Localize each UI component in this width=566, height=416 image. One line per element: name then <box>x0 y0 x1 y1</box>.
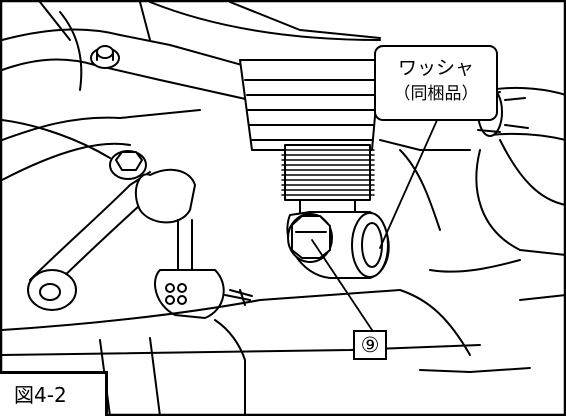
stabilizer-arm <box>1 119 161 311</box>
part-leader-line <box>311 239 373 331</box>
background-lines-right <box>379 139 566 301</box>
washer-leader-line <box>379 117 439 249</box>
figure-number-label: 図4-2 <box>0 371 108 416</box>
lower-control-arm <box>1 289 531 416</box>
washer-callout-note: （同梱品） <box>393 84 479 104</box>
lower-bushing <box>286 211 390 279</box>
part-number-label: ⑨ <box>353 330 387 360</box>
top-bolt <box>90 45 120 69</box>
washer-callout: ワッシャ （同梱品） <box>374 45 498 121</box>
stabilizer-link <box>109 150 253 319</box>
washer-callout-name: ワッシャ <box>397 57 474 79</box>
shock-absorber <box>239 59 381 216</box>
bellows-ribs <box>281 149 375 196</box>
